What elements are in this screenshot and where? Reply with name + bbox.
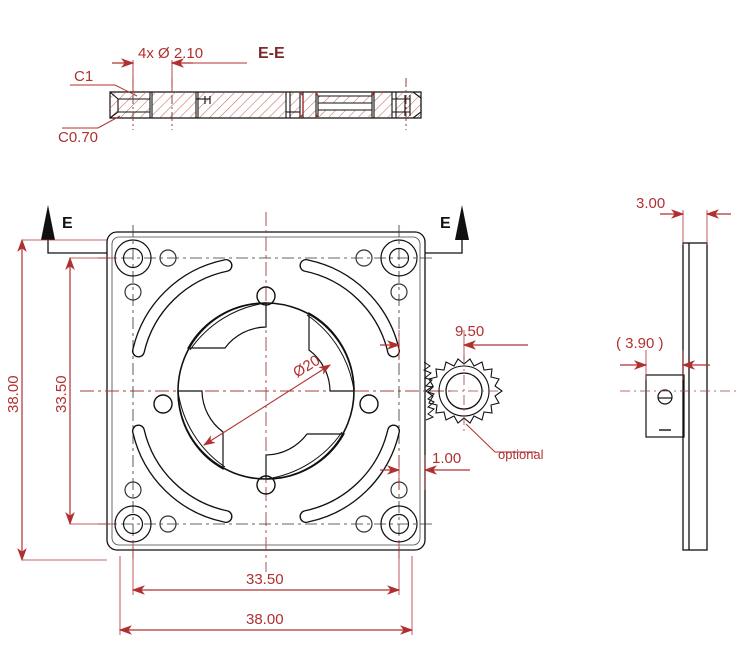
iris-blade-arcs	[177, 302, 355, 480]
chamfer-c070-leader: C0.70	[58, 115, 121, 146]
section-view-ee: 4x Ø 2.10 C1 C0.70 E-E	[58, 45, 422, 146]
bolt-circle-centerlines	[98, 225, 435, 560]
chamfer-c070-text: C0.70	[58, 129, 98, 146]
iris-assembly	[177, 302, 355, 480]
section-arrow-left-label: E	[62, 215, 73, 232]
aperture-diameter-dimension: Ø20	[203, 352, 331, 446]
hole-callout-dimension: 4x Ø 2.10	[112, 45, 247, 92]
section-arrow-right: E	[425, 205, 469, 254]
section-arrow-right-label: E	[440, 215, 451, 232]
gear-offset-text: 9.50	[455, 323, 484, 340]
edge-offset-dimension: 1.00	[380, 450, 470, 490]
locating-pin-holes	[124, 249, 408, 533]
side-view: 3.00 ( 3.90 )	[616, 195, 740, 551]
hole-pitch-horizontal-dimension: 33.50	[131, 540, 401, 595]
section-accent-edges	[299, 91, 375, 119]
reference-depth-text: ( 3.90 )	[616, 335, 664, 352]
chamfer-c1-text: C1	[74, 68, 93, 85]
section-arrow-left: E	[41, 205, 107, 254]
arc-slots	[131, 258, 401, 524]
edge-offset-text: 1.00	[432, 450, 461, 467]
overall-width-text: 38.00	[246, 611, 284, 628]
hole-pitch-vertical-text: 33.50	[53, 375, 70, 413]
plate-thickness-text: 3.00	[636, 195, 665, 212]
gear-centerlines	[428, 355, 502, 432]
overall-height-dimension: 38.00	[5, 238, 107, 562]
mating-gear-partial	[422, 361, 436, 421]
aperture-diameter-text: Ø20	[290, 352, 323, 381]
reference-depth-dimension: ( 3.90 )	[616, 335, 710, 380]
chamfer-c1-leader: C1	[70, 68, 138, 97]
gear-offset-dimension: 9.50	[380, 323, 528, 360]
front-view: Ø20 optional	[5, 205, 544, 635]
side-plate-outline	[682, 242, 708, 551]
section-view-label: E-E	[258, 45, 285, 62]
hole-callout-text: 4x Ø 2.10	[138, 45, 203, 62]
overall-width-dimension: 38.00	[118, 556, 414, 635]
overall-height-text: 38.00	[5, 375, 22, 413]
hole-pitch-horizontal-text: 33.50	[246, 571, 284, 588]
hole-pitch-vertical-dimension: 33.50	[53, 256, 115, 526]
side-boss-outline	[645, 374, 685, 438]
plate-thickness-dimension: 3.00	[636, 195, 731, 245]
gear-optional-label: optional	[498, 447, 544, 462]
optional-gear: optional	[422, 355, 544, 462]
